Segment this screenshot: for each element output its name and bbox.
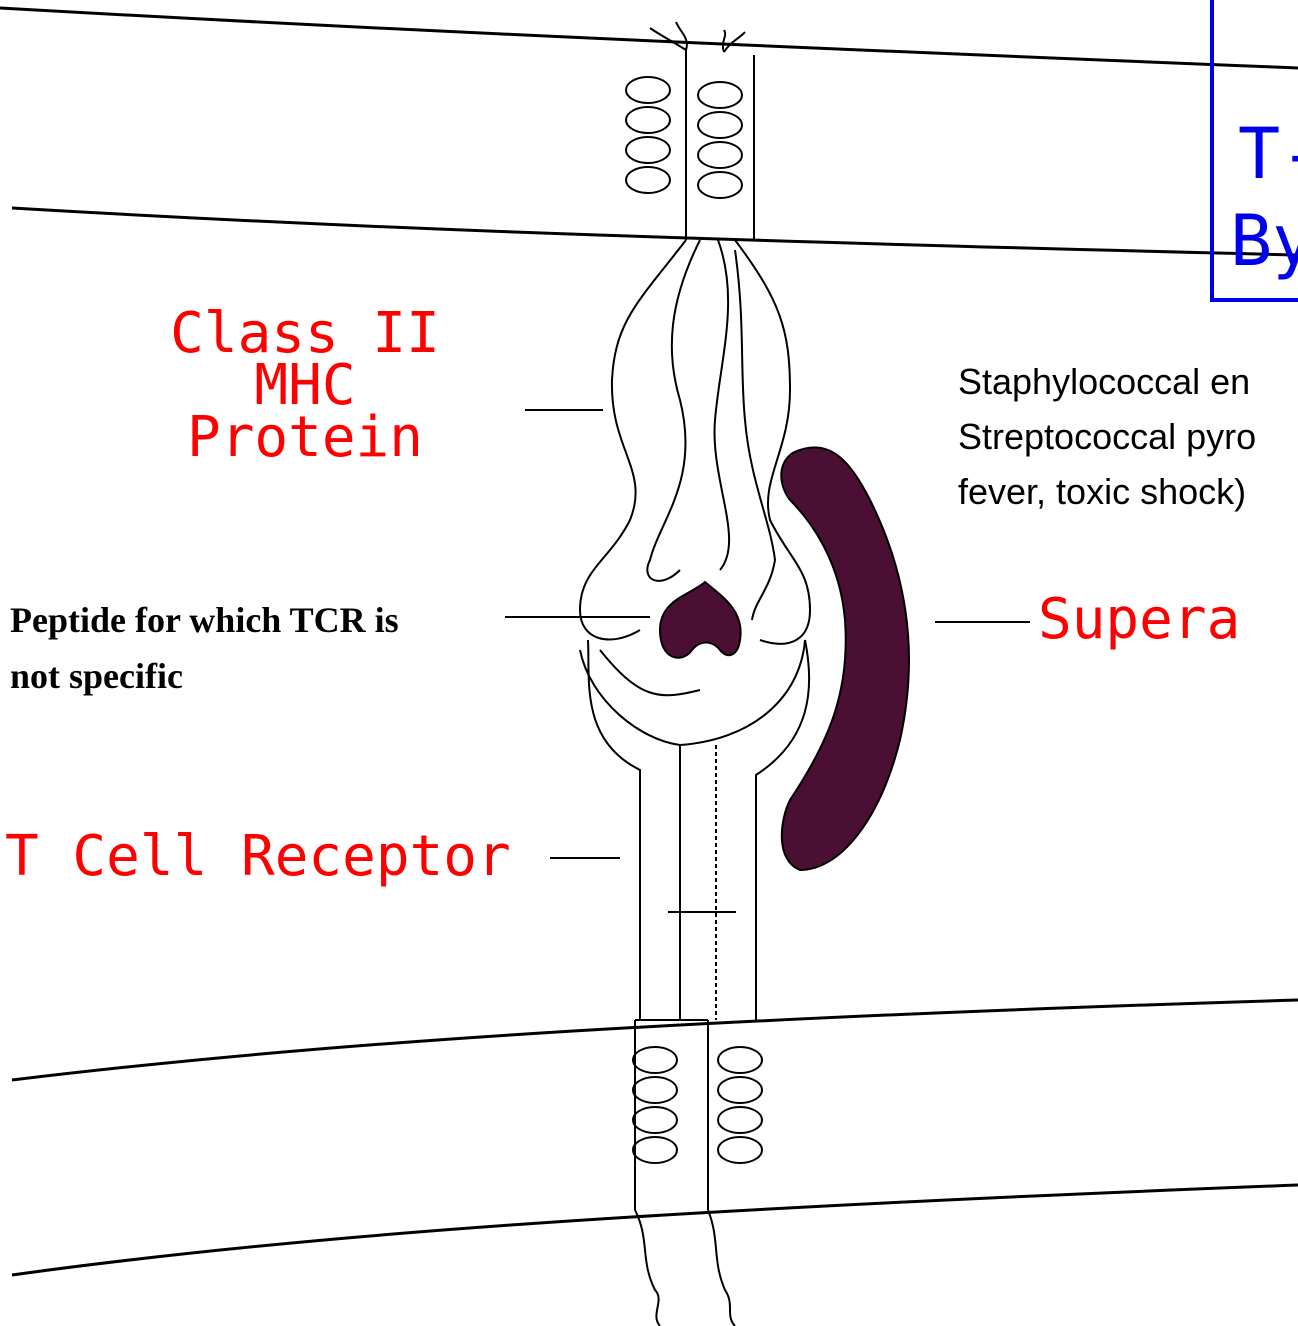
peptide-shape bbox=[660, 582, 741, 658]
description-line-1: Staphylococcal en bbox=[958, 361, 1250, 402]
title-box: T- By bbox=[1212, 0, 1298, 300]
mhc-label-line-3: Protein bbox=[187, 405, 423, 470]
upper-cell-membrane bbox=[0, 8, 1298, 255]
description-line-3: fever, toxic shock) bbox=[958, 471, 1246, 512]
title-line-1: T- bbox=[1238, 113, 1298, 195]
mhc-transmembrane bbox=[626, 22, 754, 240]
title-line-2: By bbox=[1230, 200, 1298, 282]
description-line-2: Streptococcal pyro bbox=[958, 416, 1256, 457]
peptide-label-line-1: Peptide for which TCR is bbox=[10, 600, 399, 640]
superantigen-label: Supera bbox=[1038, 587, 1240, 652]
t-cell-receptor bbox=[580, 640, 809, 1020]
tcr-label: T Cell Receptor bbox=[5, 824, 511, 889]
tcr-transmembrane bbox=[633, 1020, 762, 1326]
superantigen-shape bbox=[781, 447, 909, 870]
leader-lines bbox=[505, 410, 1030, 858]
peptide-label-line-2: not specific bbox=[10, 656, 183, 696]
mhc-protein bbox=[580, 240, 810, 644]
